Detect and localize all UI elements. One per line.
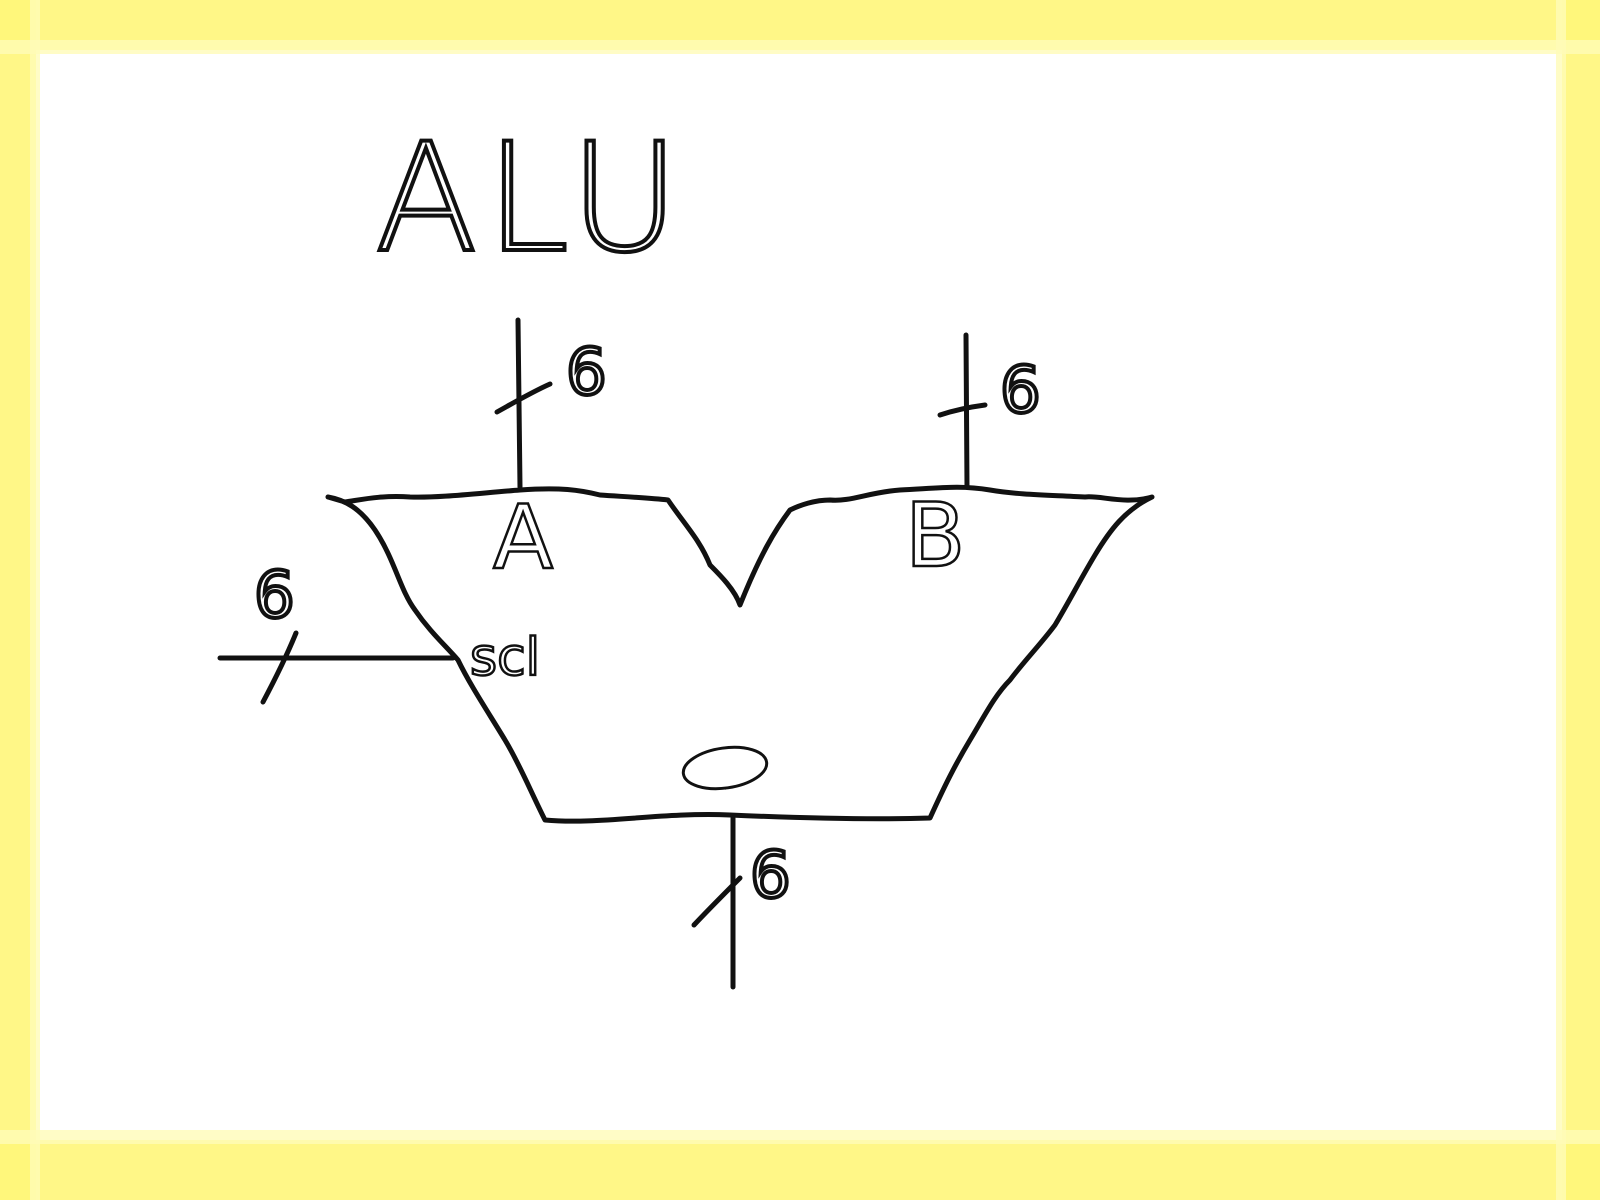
input-b-wire [963, 332, 970, 490]
select-width-label: 6 [254, 559, 295, 633]
output-width-label: 6 [750, 839, 791, 913]
input-a-width-label: 6 [566, 336, 607, 410]
select-label: scl [470, 628, 540, 688]
input-b-width-label: 6 [1000, 354, 1041, 428]
select-width-tick [260, 630, 299, 705]
output-label: O [725, 789, 726, 791]
diagram-title: ALU [375, 112, 688, 286]
input-b-label: B [905, 484, 965, 587]
input-a-wire [515, 317, 523, 490]
input-b-width-tick [937, 402, 988, 418]
output-width-tick [691, 875, 743, 928]
input-a-width-tick [494, 381, 553, 415]
alu-body-outline [325, 484, 1155, 824]
output-label-shape [681, 745, 769, 791]
input-a-label: A [493, 486, 553, 589]
